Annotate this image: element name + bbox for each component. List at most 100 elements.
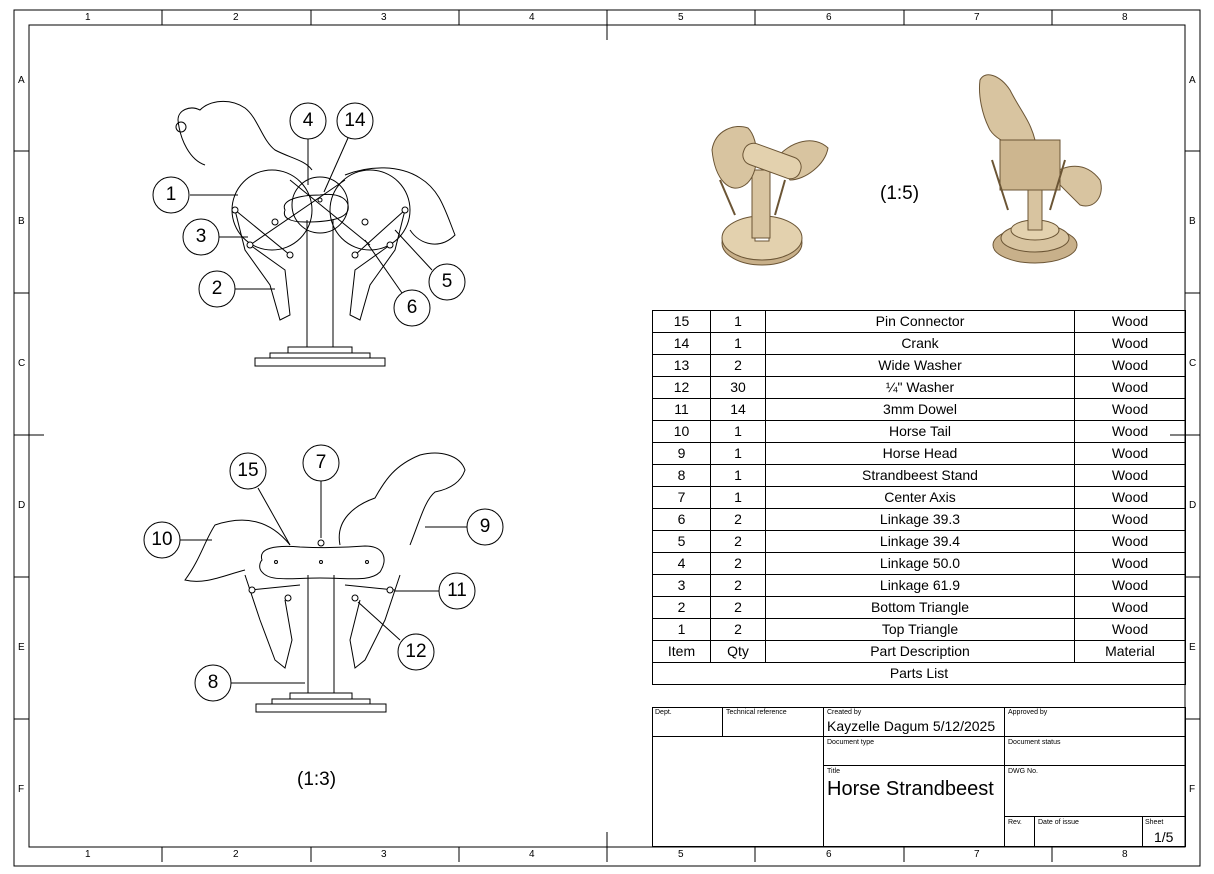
row-label-A-right: A bbox=[1189, 75, 1196, 86]
callout-number-10: 10 bbox=[151, 529, 173, 550]
back-view bbox=[180, 452, 467, 713]
row-label-E-left: E bbox=[18, 642, 25, 653]
callout-7 bbox=[302, 444, 340, 482]
iso-view-scale: (1:5) bbox=[880, 183, 920, 204]
row-label-E-right: E bbox=[1189, 642, 1196, 653]
callout-9 bbox=[466, 508, 504, 546]
parts-cell-item: 4 bbox=[652, 552, 711, 575]
parts-cell-item: 14 bbox=[652, 332, 711, 355]
sheet-value: 1/5 bbox=[1154, 829, 1174, 845]
parts-cell-qty: 2 bbox=[710, 508, 766, 531]
parts-cell-desc: Horse Tail bbox=[765, 420, 1075, 443]
column-label-2-top: 2 bbox=[233, 12, 239, 23]
parts-cell-material: Wood bbox=[1074, 508, 1186, 531]
parts-cell-qty: 2 bbox=[710, 596, 766, 619]
callout-14 bbox=[336, 102, 374, 140]
parts-list-title: Parts List bbox=[652, 662, 1186, 685]
column-label-7-bottom: 7 bbox=[974, 849, 980, 860]
row-label-B-right: B bbox=[1189, 216, 1196, 227]
column-label-8-bottom: 8 bbox=[1122, 849, 1128, 860]
callout-number-12: 12 bbox=[405, 641, 427, 662]
parts-cell-desc: Horse Head bbox=[765, 442, 1075, 465]
callout-number-9: 9 bbox=[479, 516, 491, 537]
column-label-5-top: 5 bbox=[678, 12, 684, 23]
parts-cell-desc: Bottom Triangle bbox=[765, 596, 1075, 619]
callout-number-7: 7 bbox=[315, 452, 327, 473]
parts-cell-material: Wood bbox=[1074, 310, 1186, 333]
column-label-5-bottom: 5 bbox=[678, 849, 684, 860]
callout-number-14: 14 bbox=[344, 110, 366, 131]
callout-number-3: 3 bbox=[195, 226, 207, 247]
row-label-F-right: F bbox=[1189, 784, 1196, 795]
parts-cell-item: 15 bbox=[652, 310, 711, 333]
parts-cell-desc: 3mm Dowel bbox=[765, 398, 1075, 421]
created-by-label: Created by bbox=[827, 709, 862, 716]
parts-cell-qty: 1 bbox=[710, 310, 766, 333]
callout-15 bbox=[229, 452, 267, 490]
iso-view-left bbox=[711, 126, 829, 266]
parts-cell-item: 3 bbox=[652, 574, 711, 597]
column-label-1-top: 1 bbox=[85, 12, 91, 23]
parts-cell-item: 10 bbox=[652, 420, 711, 443]
iso-view-right bbox=[979, 74, 1102, 264]
parts-cell-qty: 1 bbox=[710, 486, 766, 509]
column-label-4-bottom: 4 bbox=[529, 849, 535, 860]
parts-cell-material: Wood bbox=[1074, 398, 1186, 421]
parts-cell-material: Wood bbox=[1074, 486, 1186, 509]
parts-cell-material: Wood bbox=[1074, 420, 1186, 443]
parts-cell-desc: Linkage 39.3 bbox=[765, 508, 1075, 531]
column-label-2-bottom: 2 bbox=[233, 849, 239, 860]
dwg-no-label: DWG No. bbox=[1008, 768, 1038, 775]
parts-cell-desc: Top Triangle bbox=[765, 618, 1075, 641]
parts-cell-qty: 2 bbox=[710, 574, 766, 597]
parts-cell-qty: 2 bbox=[710, 354, 766, 377]
date-of-issue-label: Date of issue bbox=[1038, 819, 1079, 826]
parts-cell-desc: Strandbeest Stand bbox=[765, 464, 1075, 487]
column-label-3-top: 3 bbox=[381, 12, 387, 23]
doc-type-label: Document type bbox=[827, 739, 875, 746]
parts-cell-material: Wood bbox=[1074, 442, 1186, 465]
column-label-4-top: 4 bbox=[529, 12, 535, 23]
callout-number-8: 8 bbox=[207, 672, 219, 693]
parts-cell-item: 5 bbox=[652, 530, 711, 553]
parts-cell-item: 11 bbox=[652, 398, 711, 421]
parts-cell-desc: Wide Washer bbox=[765, 354, 1075, 377]
parts-cell-item: 12 bbox=[652, 376, 711, 399]
row-label-B-left: B bbox=[18, 216, 25, 227]
parts-cell-qty: 14 bbox=[710, 398, 766, 421]
callout-number-4: 4 bbox=[302, 110, 314, 131]
parts-cell-qty: 30 bbox=[710, 376, 766, 399]
callout-10 bbox=[143, 521, 181, 559]
callout-12 bbox=[397, 633, 435, 671]
parts-cell-material: Wood bbox=[1074, 618, 1186, 641]
row-label-C-left: C bbox=[18, 358, 26, 369]
parts-cell-item: 2 bbox=[652, 596, 711, 619]
parts-cell-desc: Crank bbox=[765, 332, 1075, 355]
rev-label: Rev. bbox=[1008, 819, 1022, 826]
callout-6 bbox=[393, 289, 431, 327]
callout-number-11: 11 bbox=[447, 580, 467, 601]
front-view bbox=[175, 101, 456, 367]
callout-8 bbox=[194, 664, 232, 702]
parts-cell-desc: Pin Connector bbox=[765, 310, 1075, 333]
tech-ref-label: Technical reference bbox=[726, 709, 787, 716]
row-label-A-left: A bbox=[18, 75, 25, 86]
callout-2 bbox=[198, 270, 236, 308]
parts-cell-item: 1 bbox=[652, 618, 711, 641]
created-by-value: Kayzelle Dagum 5/12/2025 bbox=[827, 718, 996, 734]
row-label-D-left: D bbox=[18, 500, 26, 511]
drawing-title: Horse Strandbeest bbox=[827, 778, 994, 800]
